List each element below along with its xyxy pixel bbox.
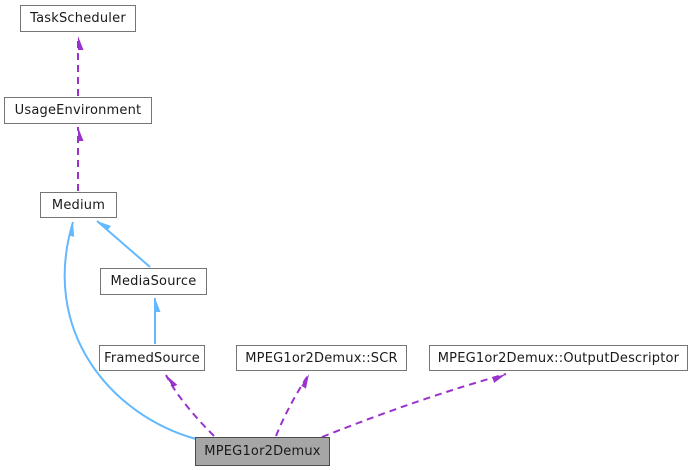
- edge-mediasource-medium: [96, 220, 151, 268]
- edge-mpeg1or2demux-scr: [275, 373, 310, 437]
- node-mediasource[interactable]: MediaSource: [100, 268, 207, 295]
- node-usageenvironment[interactable]: UsageEnvironment: [4, 97, 152, 124]
- edge-mpeg1or2demux-outputdescriptor: [321, 373, 507, 438]
- node-taskscheduler[interactable]: TaskScheduler: [20, 5, 136, 32]
- node-mpeg1or2demux-scr[interactable]: MPEG1or2Demux::SCR: [236, 345, 407, 371]
- node-framedsource[interactable]: FramedSource: [99, 345, 205, 371]
- edge-mpeg1or2demux-framedsource: [165, 374, 215, 437]
- edge-mpeg1or2demux-medium: [63, 221, 197, 440]
- node-mpeg1or2demux-outputdescriptor[interactable]: MPEG1or2Demux::OutputDescriptor: [429, 345, 688, 371]
- node-mpeg1or2demux-current: MPEG1or2Demux: [195, 437, 330, 466]
- node-medium[interactable]: Medium: [40, 192, 117, 218]
